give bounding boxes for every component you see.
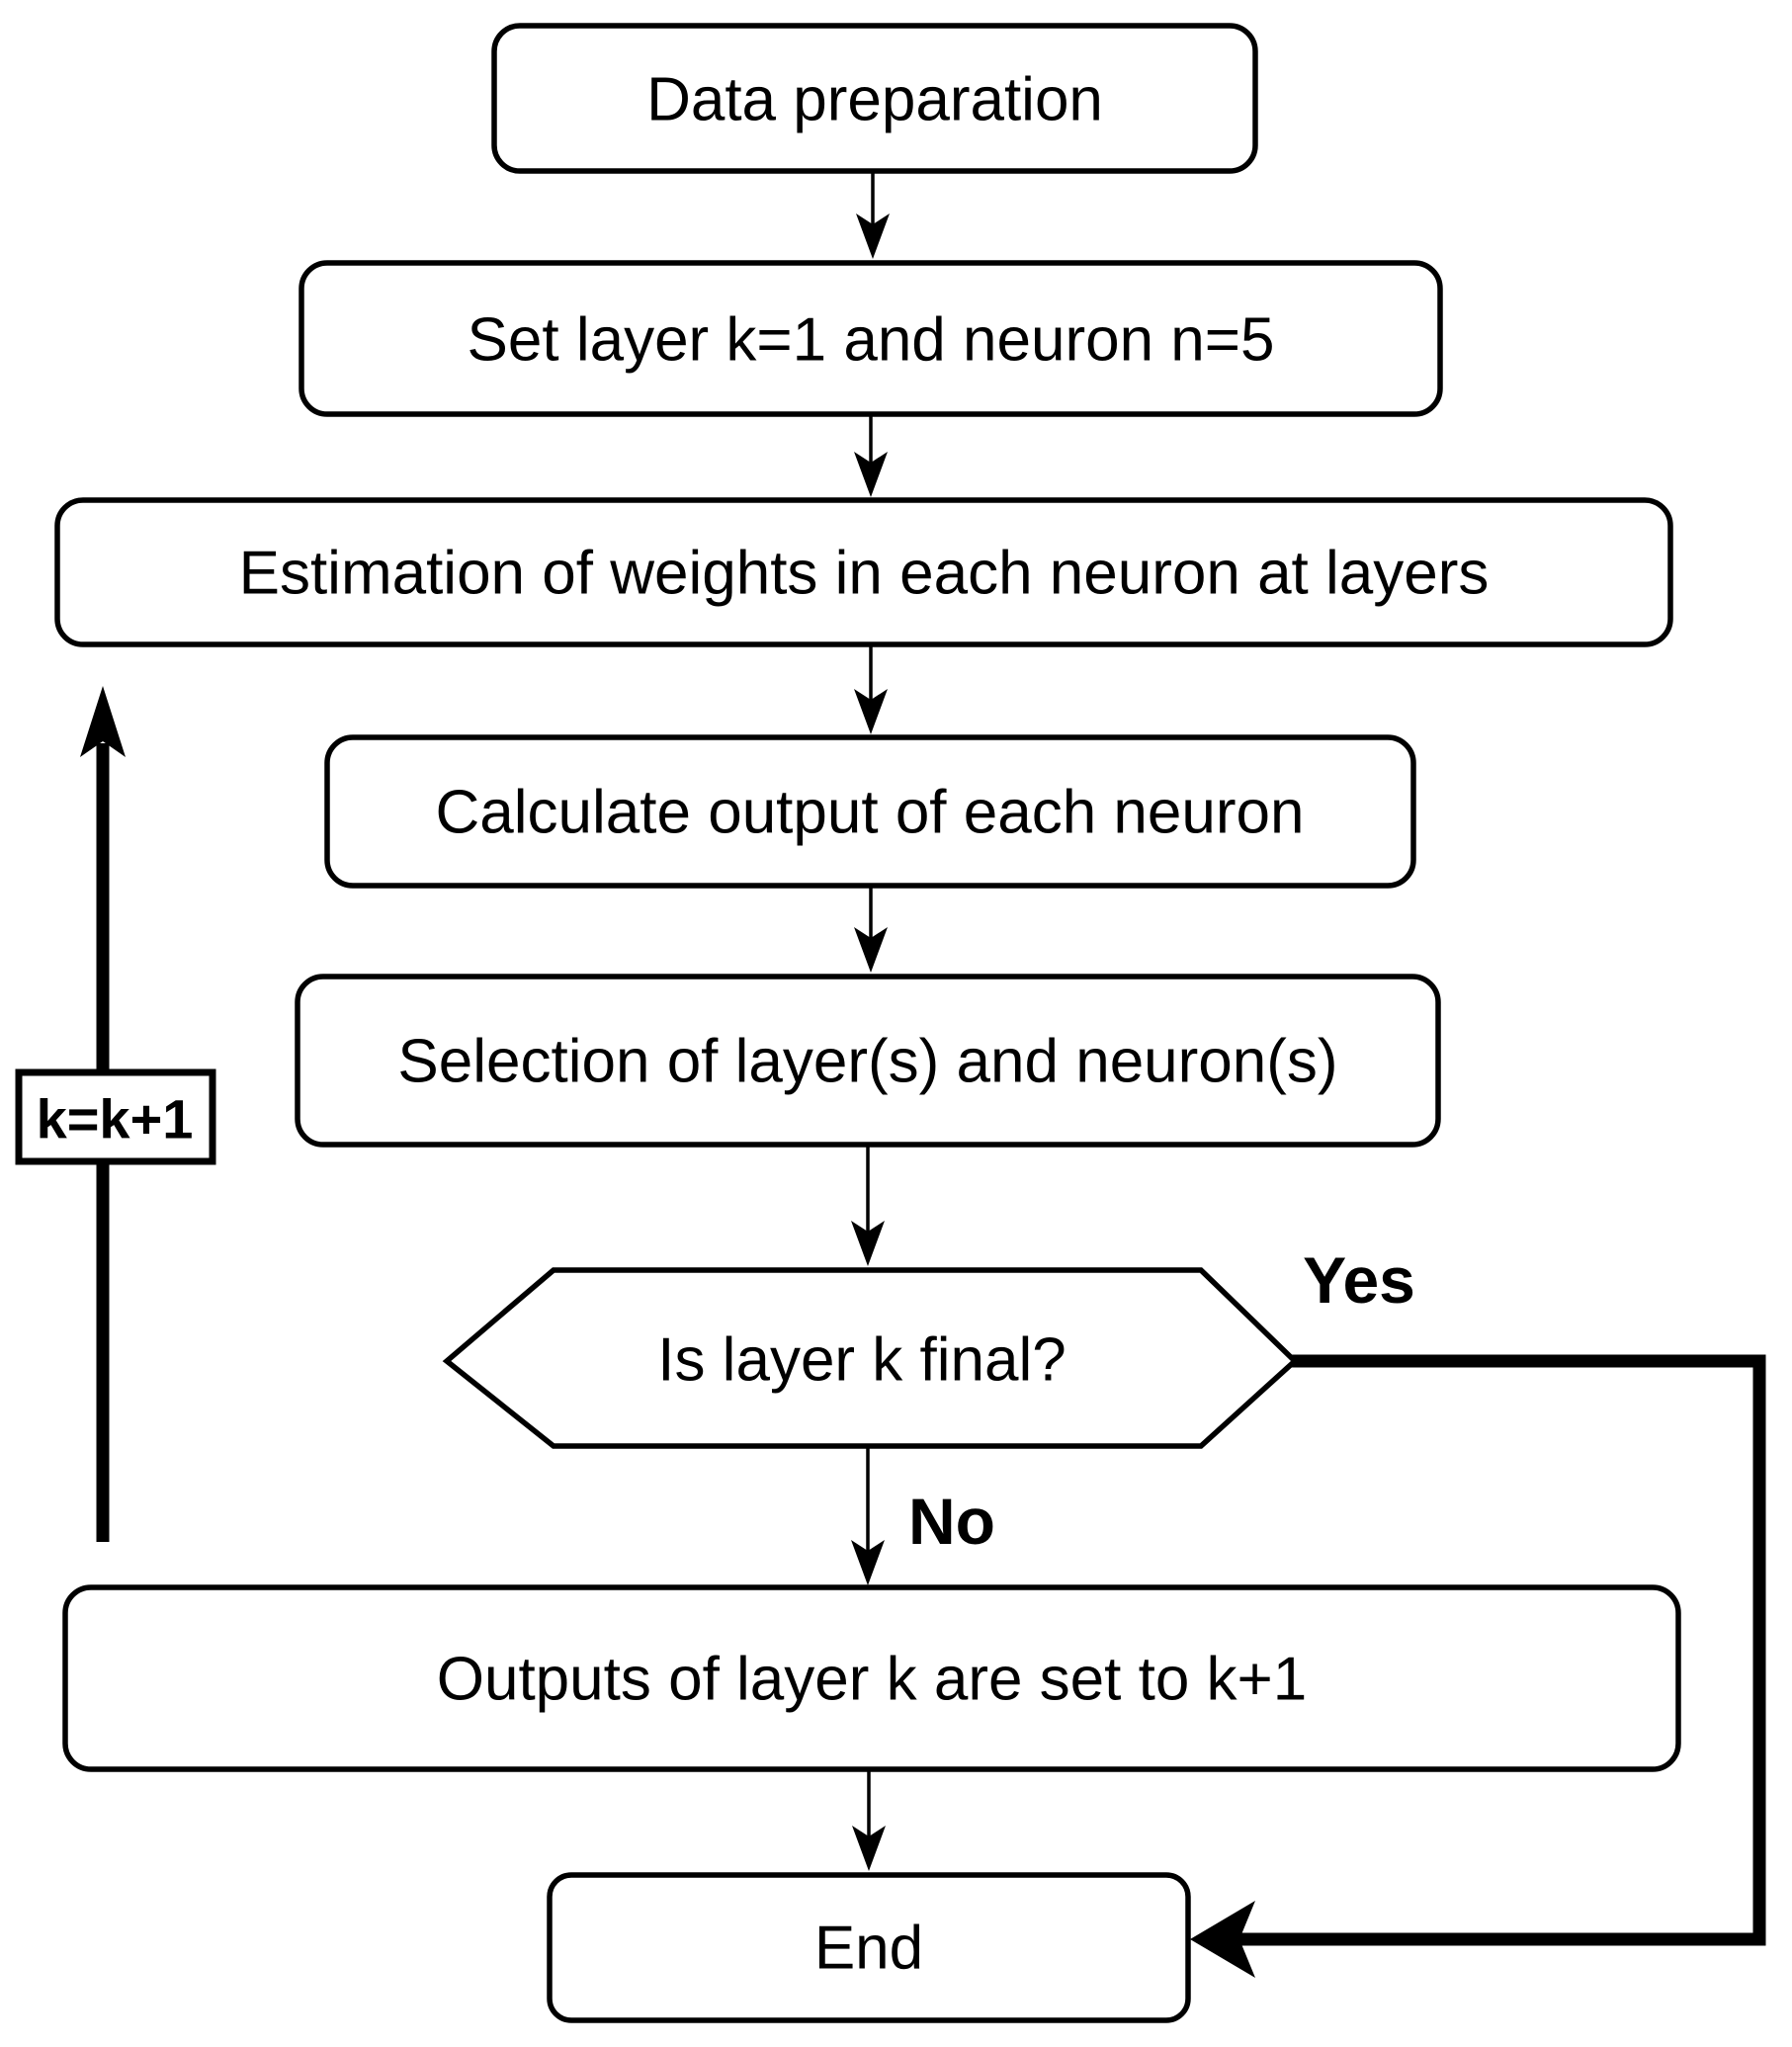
node-shape	[299, 260, 1443, 417]
flow-arrow-3	[854, 643, 888, 734]
flow-arrow-5	[851, 1144, 885, 1266]
node-data-preparation: Data preparation	[491, 23, 1258, 174]
arrowhead-icon	[854, 927, 888, 973]
node-shape	[62, 1584, 1681, 1772]
arrowhead-icon	[852, 1826, 886, 1871]
node-shape	[15, 1068, 216, 1165]
flow-arrow-4	[854, 885, 888, 973]
node-outputs: Outputs of layer k are set to k+1	[62, 1584, 1681, 1772]
yes-branch-line	[1230, 1354, 1766, 1946]
node-label: Estimation of weights in each neuron at …	[239, 540, 1490, 608]
node-set-layer: Set layer k=1 and neuron n=5	[299, 260, 1443, 417]
flow-arrow-no	[851, 1445, 885, 1585]
node-label: Data preparation	[646, 66, 1103, 134]
node-shape	[54, 497, 1673, 647]
loop-counter-label: k=k+1	[37, 1088, 194, 1151]
node-shape	[547, 1872, 1191, 2023]
arrowhead-icon	[851, 1540, 885, 1585]
arrowhead-icon	[851, 1221, 885, 1266]
node-shape	[295, 974, 1441, 1148]
node-label: Selection of layer(s) and neuron(s)	[397, 1028, 1337, 1096]
node-calculate: Calculate output of each neuron	[324, 734, 1416, 889]
flow-arrow-7	[852, 1768, 886, 1871]
arrowhead-icon	[854, 689, 888, 734]
node-end: End	[547, 1872, 1191, 2023]
yes-branch-connector	[1190, 1354, 1766, 1978]
no-branch-label: No	[908, 1485, 995, 1558]
decision-label: Is layer k final?	[657, 1326, 1067, 1395]
flow-arrow-1	[856, 172, 890, 259]
node-shape	[491, 23, 1258, 174]
node-label: Set layer k=1 and neuron n=5	[468, 306, 1275, 375]
arrowhead-icon	[854, 452, 888, 497]
decision-shape	[442, 1267, 1300, 1449]
node-loop-counter: k=k+1	[15, 1068, 216, 1165]
loop-back-arrowhead-icon	[80, 686, 126, 757]
flow-arrow-2	[854, 414, 888, 497]
node-selection: Selection of layer(s) and neuron(s)	[295, 974, 1441, 1148]
node-label: End	[814, 1915, 923, 1983]
arrowhead-icon	[856, 213, 890, 259]
node-shape	[324, 734, 1416, 889]
node-estimation: Estimation of weights in each neuron at …	[54, 497, 1673, 647]
decision-is-layer-final: Is layer k final?	[442, 1267, 1300, 1449]
yes-branch-arrowhead-icon	[1190, 1901, 1255, 1978]
yes-branch-label: Yes	[1303, 1243, 1415, 1317]
node-label: Outputs of layer k are set to k+1	[437, 1646, 1308, 1714]
node-label: Calculate output of each neuron	[436, 779, 1305, 847]
